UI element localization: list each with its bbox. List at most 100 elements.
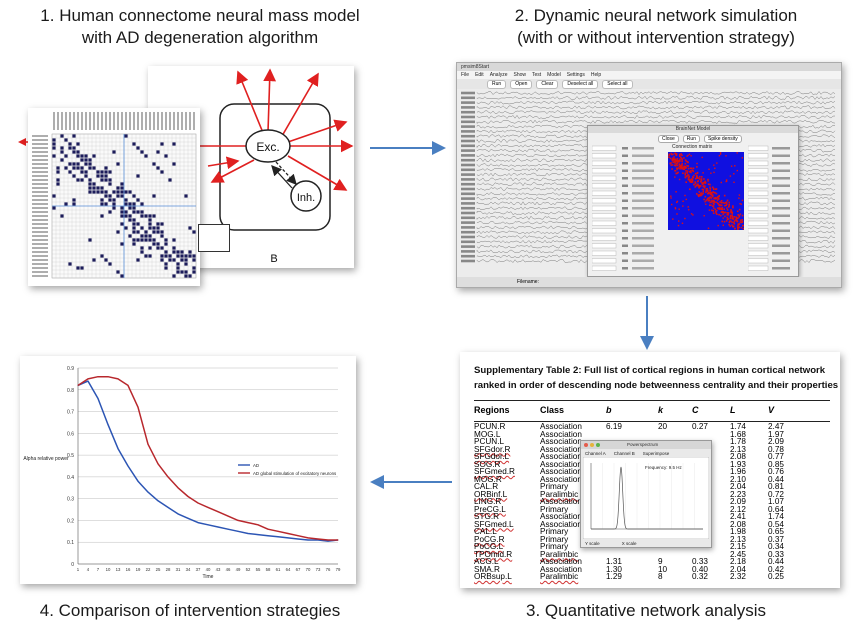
channel-label bbox=[461, 197, 475, 200]
channel-label bbox=[461, 250, 475, 253]
x-tick-label: 52 bbox=[246, 567, 251, 572]
x-tick-label: 16 bbox=[126, 567, 131, 572]
table-cell: 0.37 bbox=[768, 534, 784, 544]
y-tick-label: 0.9 bbox=[67, 366, 74, 372]
table-cell: SFGdor.R bbox=[474, 444, 511, 454]
channel-label bbox=[461, 110, 475, 114]
menu-item[interactable]: File bbox=[461, 72, 470, 78]
table-cell: 0.72 bbox=[768, 489, 784, 499]
table-cell: TPOmid.R bbox=[474, 549, 513, 559]
x-tick-label: 58 bbox=[266, 567, 271, 572]
series-point bbox=[317, 539, 319, 541]
menu-item[interactable]: Model bbox=[547, 72, 561, 78]
inner-button[interactable]: Run bbox=[682, 135, 700, 143]
powerspectrum-control[interactable]: Superimpose bbox=[642, 451, 670, 456]
menu-item[interactable]: Settings bbox=[566, 72, 585, 78]
channel-trace bbox=[476, 95, 836, 100]
menu-item[interactable]: Help bbox=[590, 72, 602, 78]
x-tick-label: 19 bbox=[136, 567, 141, 572]
series-point bbox=[127, 384, 129, 386]
matrix-axis-labels bbox=[32, 112, 195, 277]
channel-label bbox=[461, 235, 475, 239]
channel-label bbox=[461, 230, 475, 234]
series-point bbox=[237, 519, 239, 521]
step-2-caption: 2. Dynamic neural network simulation (wi… bbox=[456, 5, 856, 49]
table-cell: Association bbox=[540, 429, 582, 439]
powerspectrum-scale-control[interactable]: X scale bbox=[621, 541, 637, 546]
channel-trace bbox=[476, 105, 836, 110]
toolbar-button[interactable]: Clear bbox=[536, 80, 559, 89]
x-tick-label: 31 bbox=[176, 567, 181, 572]
inner-button[interactable]: Spike density bbox=[703, 135, 742, 143]
x-tick-label: 79 bbox=[336, 567, 341, 572]
window-menubar: File Edit Analyze Show Test Model Settings Help bbox=[457, 71, 841, 79]
series-point bbox=[267, 535, 269, 537]
series-point bbox=[117, 448, 119, 450]
menu-item[interactable]: Test bbox=[532, 72, 542, 78]
table-top-rule bbox=[474, 400, 830, 401]
window-titlebar: pmsim8Start bbox=[457, 63, 841, 71]
y-tick-label: 0.7 bbox=[67, 410, 74, 416]
table-cell: 0.32 bbox=[692, 572, 708, 581]
toolbar-button[interactable]: Deselect all bbox=[562, 80, 599, 89]
step-4-caption-line1: 4. Comparison of intervention strategies bbox=[39, 601, 341, 620]
table-cell: 2.09 bbox=[730, 497, 746, 506]
simulation-window: pmsim8Start File Edit Analyze Show Test Model… bbox=[456, 62, 842, 288]
powerspectrum-scale-control[interactable]: Y scale bbox=[585, 541, 600, 546]
table-cell: 2.12 bbox=[730, 504, 746, 514]
inner-button[interactable]: Close bbox=[658, 135, 679, 143]
table-cell: 0.77 bbox=[768, 452, 784, 461]
channel-trace bbox=[476, 110, 836, 115]
table-header-rule bbox=[474, 421, 830, 422]
toolbar-button[interactable]: Open bbox=[510, 80, 533, 89]
powerspectrum-control[interactable]: Channel A bbox=[585, 451, 606, 456]
table-header-cell: Regions bbox=[474, 405, 510, 415]
channel-label bbox=[461, 240, 475, 244]
channel-label bbox=[461, 206, 475, 210]
table-cell: 0.27 bbox=[692, 422, 708, 431]
series-point bbox=[247, 522, 249, 524]
series-point bbox=[297, 538, 299, 540]
x-tick-label: 70 bbox=[306, 567, 311, 572]
window-title: pmsim8Start bbox=[461, 64, 490, 70]
series-point bbox=[157, 500, 159, 502]
table-header-cell: k bbox=[658, 405, 664, 415]
toolbar-button[interactable]: Select all bbox=[602, 80, 633, 89]
table-cell: Primary bbox=[540, 534, 569, 544]
series-point bbox=[217, 526, 219, 528]
x-tick-label: 22 bbox=[146, 567, 151, 572]
channel-label bbox=[461, 254, 475, 258]
step-2-caption-line2: (with or without intervention strategy) bbox=[517, 28, 795, 47]
table-header-cell: C bbox=[692, 405, 699, 415]
table-cell: 1.78 bbox=[730, 437, 746, 446]
table-cell: ORBsup.L bbox=[474, 572, 512, 581]
series-point bbox=[277, 530, 279, 532]
table-cell: 2.47 bbox=[768, 422, 784, 431]
menu-item[interactable]: Analyze bbox=[489, 72, 508, 78]
table-cell: 0.40 bbox=[692, 564, 708, 574]
series-point bbox=[257, 534, 259, 536]
table-cell: Paralimbic bbox=[540, 489, 579, 499]
connectome-model-panel: Exc. Inh. B bbox=[18, 66, 356, 288]
y-tick-label: 0.2 bbox=[67, 518, 74, 524]
channel-label bbox=[461, 168, 475, 172]
toolbar-button[interactable]: Run bbox=[487, 80, 507, 89]
series-point bbox=[257, 524, 259, 526]
table-cell: 6.19 bbox=[606, 422, 622, 431]
menu-item[interactable]: Edit bbox=[475, 72, 484, 78]
channel-label bbox=[461, 134, 475, 138]
table-cell: MOG.R bbox=[474, 474, 502, 484]
menu-item[interactable]: Show bbox=[513, 72, 526, 78]
series-point bbox=[237, 530, 239, 532]
legend-entry: AD bbox=[253, 463, 259, 468]
series-point bbox=[197, 502, 199, 504]
channel-label bbox=[461, 163, 475, 167]
x-tick-label: 10 bbox=[106, 567, 111, 572]
powerspectrum-control[interactable]: Channel B bbox=[613, 451, 635, 456]
